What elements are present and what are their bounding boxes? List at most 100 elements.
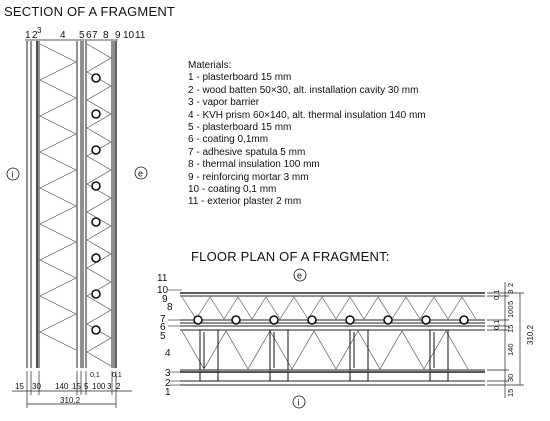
plan-title: FLOOR PLAN OF A FRAGMENT: — [191, 249, 390, 264]
section-dim: 15 — [15, 382, 24, 391]
plan-inner-side-marker — [292, 395, 306, 409]
section-fixing-dowel — [91, 181, 101, 191]
section-dim: 5 — [84, 382, 89, 391]
plan-fixings — [193, 315, 469, 325]
plan-layer-label: 10 — [157, 285, 169, 296]
plan-layer-label: 7 — [160, 314, 166, 325]
section-fixing-dowel — [91, 73, 101, 83]
plan-dim: 15 — [506, 389, 515, 397]
outer-side-label: e — [138, 169, 143, 179]
plan-dim: 3 — [506, 290, 515, 294]
section-insulation-8 — [86, 43, 112, 367]
section-layer-label: 9 — [115, 30, 121, 41]
plan-layer-label: 9 — [162, 294, 168, 305]
section-fixing-dowel — [91, 325, 101, 335]
section-layer-label: 7 — [92, 30, 98, 41]
plan-fixing-dowel — [383, 315, 393, 325]
section-fixing-dowel — [91, 217, 101, 227]
plan-insulation-8 — [181, 296, 477, 320]
section-fixing-dowel — [91, 109, 101, 119]
plan-fixing-dowel — [421, 315, 431, 325]
plan-layer-label: 2 — [165, 378, 171, 389]
plan-outer-side-marker — [293, 268, 307, 282]
plan-layer-label: 6 — [160, 322, 166, 333]
section-fixing-dowel — [91, 145, 101, 155]
plan-dim: 0,1 — [492, 290, 501, 300]
material-item: 5 - plasterboard 15 mm — [188, 122, 292, 134]
material-item: 11 - exterior plaster 2 mm — [188, 196, 302, 208]
plan-layer-label: 4 — [165, 348, 171, 359]
plan-layer-label: 11 — [157, 273, 168, 284]
plan-batten — [269, 371, 289, 382]
plan-dim: 2 — [506, 283, 515, 287]
plan-dim: 30 — [506, 374, 515, 382]
plan-fixing-dowel — [231, 315, 241, 325]
plan-fixing-dowel — [459, 315, 469, 325]
section-fixing-dowel — [91, 289, 101, 299]
section-layer-label: 8 — [103, 30, 109, 41]
section-dim: 15 — [72, 382, 81, 391]
section-dim: 3 — [107, 382, 112, 391]
inner-side-label: i — [12, 170, 14, 180]
material-item: 9 - reinforcing mortar 3 mm — [188, 171, 309, 183]
section-fixings — [91, 73, 101, 335]
plan-dim: 0,1 — [492, 320, 501, 330]
outer-side-marker — [134, 166, 148, 180]
section-layer-label: 5 — [79, 30, 85, 41]
plan-layer-label: 3 — [165, 368, 171, 379]
plan-layer-label: 5 — [160, 331, 166, 342]
section-layer-label: 6 — [86, 30, 92, 41]
plan-dim: 5 — [506, 301, 515, 305]
section-dim: 140 — [55, 382, 69, 391]
plan-dim: 100 — [506, 305, 515, 318]
plan-fixing-dowel — [193, 315, 203, 325]
materials-legend: Materials: 1 - plasterboard 15 mm 2 - wo… — [188, 60, 426, 209]
material-item: 1 - plasterboard 15 mm — [188, 72, 292, 84]
material-item: 4 - KVH prism 60×140, alt. thermal insul… — [188, 109, 426, 121]
section-insulation-4 — [39, 43, 77, 351]
section-layer-label: 2 — [32, 30, 38, 41]
section-layer-label: 10 — [123, 30, 135, 41]
plan-fixing-dowel — [269, 315, 279, 325]
plan-batten — [429, 371, 449, 382]
section-dim: 0,1 — [112, 372, 122, 379]
material-item: 3 - vapor barrier — [188, 97, 260, 109]
plan-kvh-stud — [269, 329, 289, 371]
materials-heading: Materials: — [188, 60, 232, 71]
plan-layer-label: 8 — [167, 302, 173, 313]
material-item: 8 - thermal insulation 100 mm — [188, 159, 320, 171]
section-layer-label: 4 — [60, 30, 66, 41]
inner-side-marker — [6, 167, 20, 181]
plan-layer-label: 1 — [165, 387, 171, 398]
plan-outer-side-label: e — [297, 271, 302, 281]
plan-studs — [199, 329, 449, 382]
plan-insulation-4 — [181, 330, 469, 370]
section-dim: 30 — [32, 382, 41, 391]
material-item: 7 - adhesive spatula 5 mm — [188, 146, 306, 158]
section-dim: 2 — [116, 382, 121, 391]
plan-fixing-dowel — [307, 315, 317, 325]
plan-batten — [199, 371, 219, 382]
plan-batten — [349, 371, 369, 382]
plan-inner-side-label: i — [298, 398, 300, 408]
material-item: 6 - coating 0,1mm — [188, 134, 269, 146]
section-dim: 0,1 — [90, 372, 100, 379]
plan-total: 310,2 — [526, 324, 535, 345]
plan-kvh-stud — [199, 329, 219, 371]
section-dim: 100 — [92, 382, 106, 391]
section-title: SECTION OF A FRAGMENT — [4, 4, 176, 19]
plan-kvh-stud — [349, 329, 369, 371]
materials-list: 1 - plasterboard 15 mm 2 - wood batten 5… — [188, 72, 426, 208]
plan-dim: 15 — [506, 325, 515, 333]
plan-fixing-dowel — [345, 315, 355, 325]
section-layer-label: 3 — [37, 26, 42, 35]
section-total: 310,2 — [60, 396, 81, 405]
plan-kvh-stud — [429, 329, 449, 371]
plan-dim: 140 — [506, 343, 515, 356]
section-fixing-dowel — [91, 253, 101, 263]
material-item: 2 - wood batten 50×30, alt. installation… — [188, 84, 419, 96]
section-layer-label: 11 — [135, 30, 146, 41]
